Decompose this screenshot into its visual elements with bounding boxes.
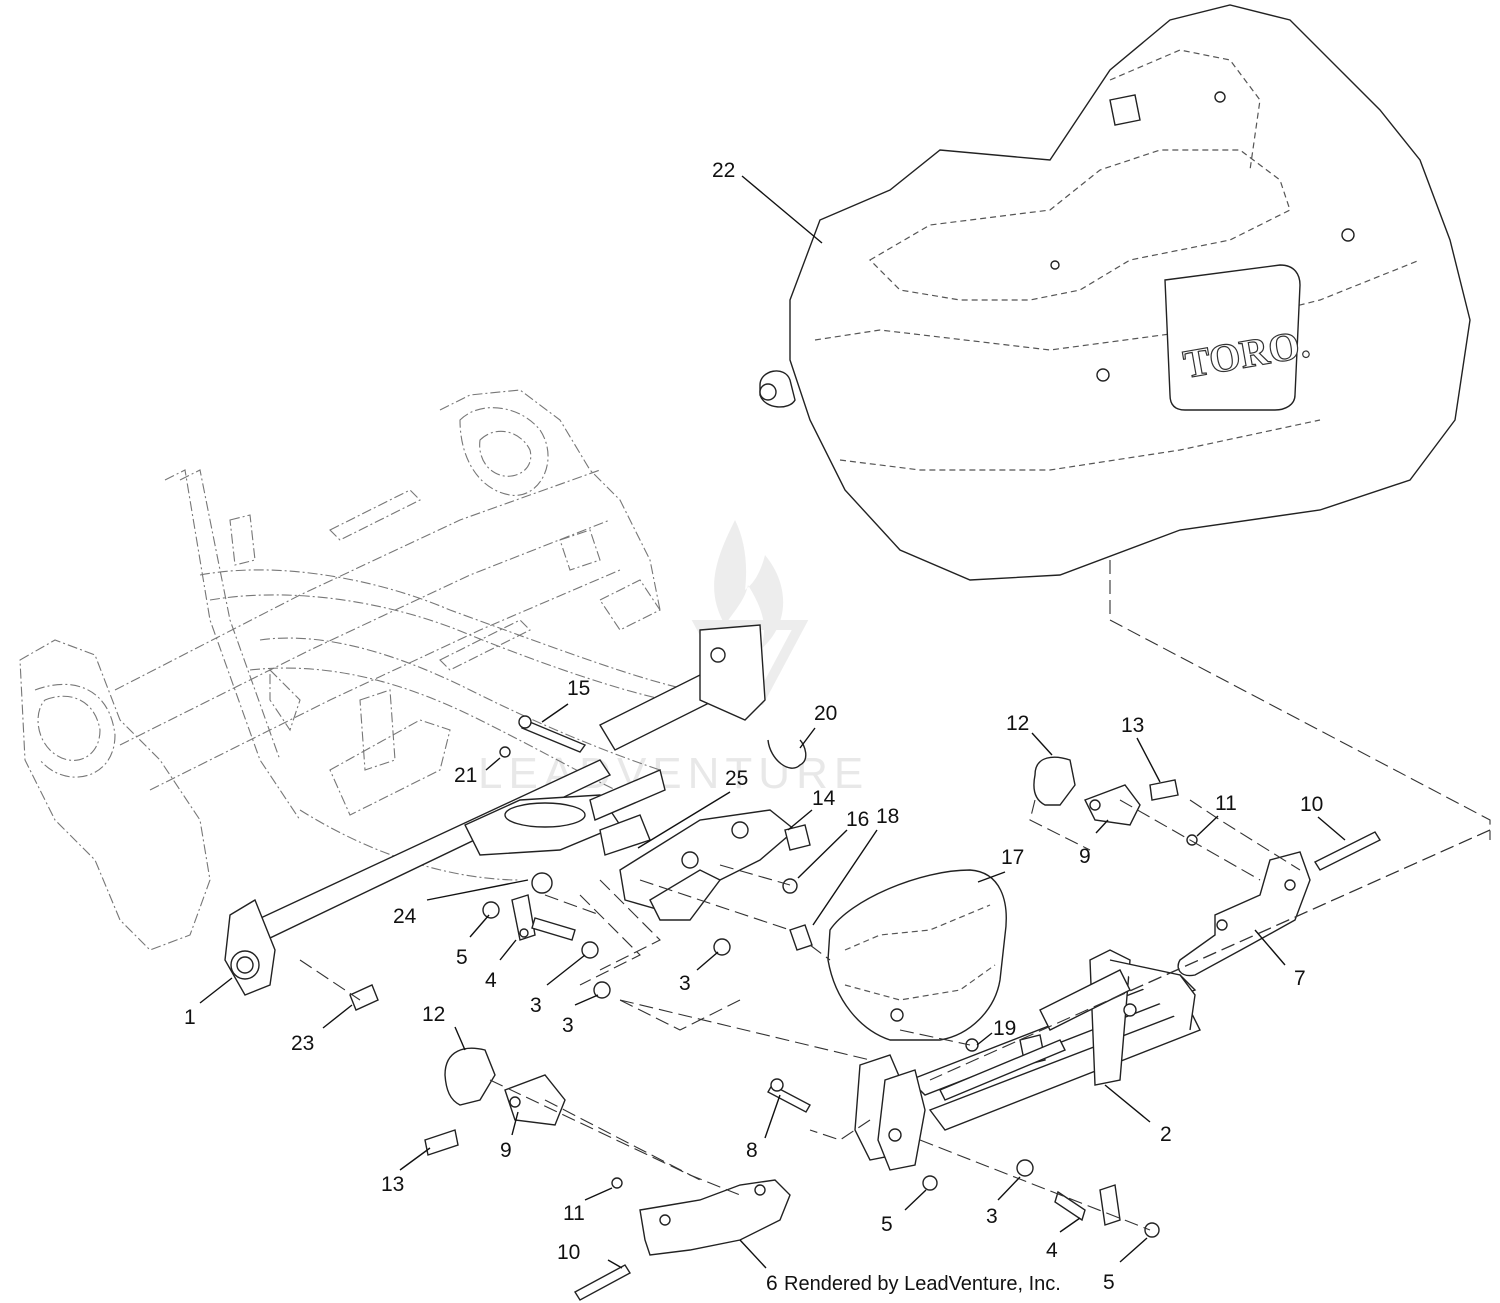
- part-2-frame: [854, 949, 1201, 1171]
- callout-4-bottom: 4: [1046, 1239, 1058, 1262]
- callout-15: 15: [567, 677, 590, 700]
- callout-8: 8: [746, 1139, 758, 1162]
- center-shaft-assembly: [234, 624, 766, 951]
- callout-14: 14: [812, 787, 836, 810]
- callout-5-bottom: 5: [881, 1213, 893, 1236]
- render-credit: Rendered by LeadVenture, Inc.: [784, 1273, 1061, 1295]
- pivot-block-14: [619, 809, 811, 921]
- hardware: [349, 715, 1382, 1301]
- callout-3-c: 3: [679, 972, 691, 995]
- part-22-cover: TORO.: [759, 4, 1471, 581]
- callout-2: 2: [1160, 1123, 1172, 1146]
- callout-12-bottom: 12: [422, 1003, 445, 1026]
- callout-3-d: 3: [986, 1205, 998, 1228]
- callout-3-a: 3: [530, 994, 542, 1017]
- part-7-arm: [1177, 851, 1311, 977]
- callout-10-bottom: 10: [557, 1241, 580, 1264]
- callout-7: 7: [1294, 967, 1306, 990]
- callout-10-top: 10: [1300, 793, 1323, 816]
- part-1-bracket: [224, 898, 276, 996]
- callout-4-left: 4: [485, 969, 497, 992]
- callout-17: 17: [1001, 846, 1024, 869]
- watermark: LEADVENTURE: [478, 520, 863, 798]
- hidden-lines: [299, 560, 1491, 1231]
- callout-11-bottom: 11: [563, 1202, 585, 1225]
- callout-25: 25: [725, 767, 748, 790]
- callout-12-top: 12: [1006, 712, 1029, 735]
- callout-5-left: 5: [456, 946, 468, 969]
- callout-13-top: 13: [1121, 714, 1144, 737]
- callout-18: 18: [876, 805, 899, 828]
- part-17-cover: [827, 869, 1007, 1041]
- callouts: 22 15 20 21 25 14 16 18 12 13 11 10 9 17…: [184, 159, 1323, 1295]
- callout-9-bottom: 9: [500, 1139, 512, 1162]
- callout-22: 22: [712, 159, 735, 182]
- leader-lines: [199, 175, 1346, 1269]
- callout-5-bottom-right: 5: [1103, 1271, 1115, 1294]
- callout-11-top: 11: [1215, 792, 1237, 815]
- frame-phantom: [19, 389, 696, 951]
- callout-3-b: 3: [562, 1014, 574, 1037]
- callout-20: 20: [814, 702, 837, 725]
- callout-1: 1: [184, 1006, 196, 1029]
- callout-6: 6: [766, 1272, 778, 1295]
- callout-19: 19: [993, 1017, 1016, 1040]
- callout-9-top: 9: [1079, 845, 1091, 868]
- callout-16: 16: [846, 808, 869, 831]
- callout-13-bottom: 13: [381, 1173, 404, 1196]
- callout-21: 21: [454, 764, 477, 787]
- callout-23: 23: [291, 1032, 314, 1055]
- callout-24: 24: [393, 905, 417, 928]
- part-6-arm: [639, 1179, 791, 1256]
